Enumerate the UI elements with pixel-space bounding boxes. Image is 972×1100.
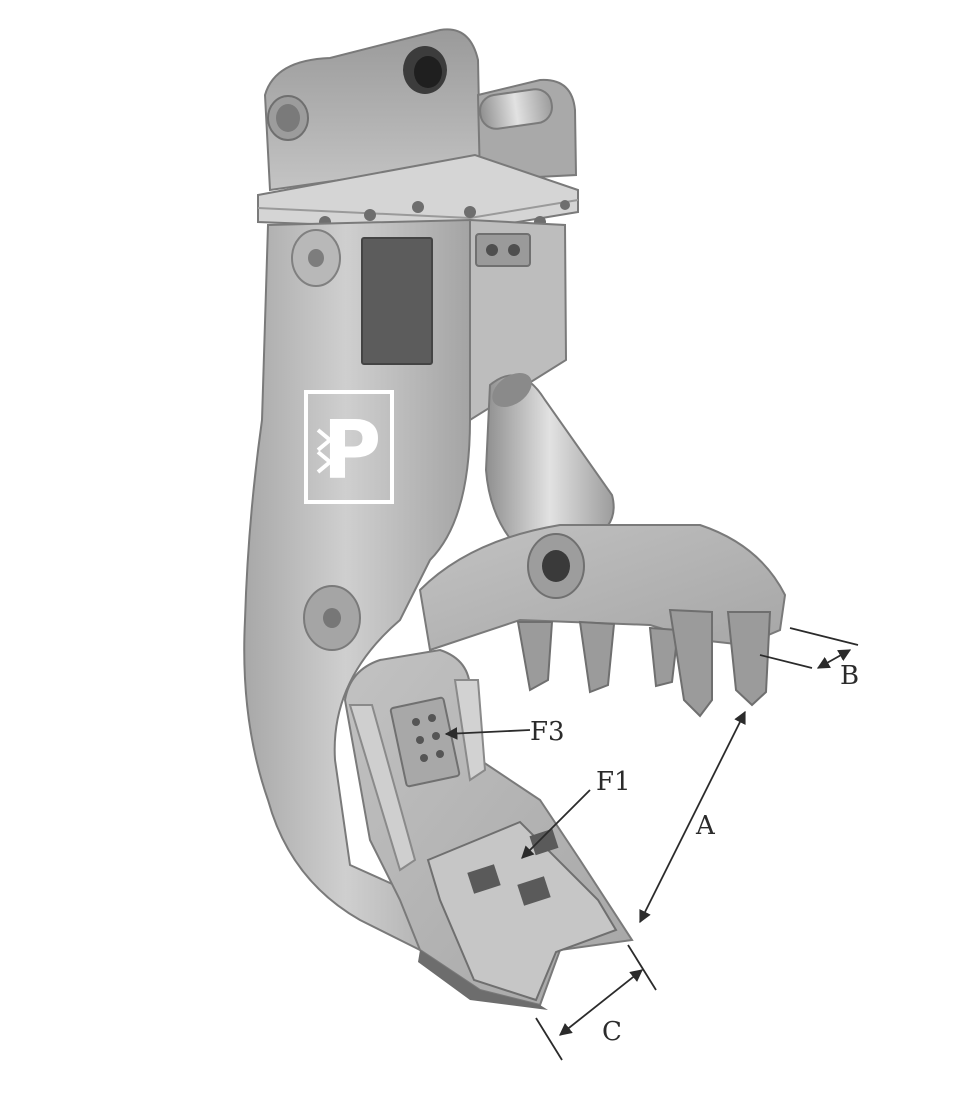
f3-insert — [389, 696, 461, 788]
label-f1: F1 — [596, 767, 631, 797]
f3-leader — [444, 727, 531, 740]
dimension-c-line — [559, 969, 643, 1036]
upper-jaw — [418, 524, 787, 718]
brand-logo: P — [304, 390, 394, 504]
callout-labels: A B C F1 F3 — [530, 661, 859, 1047]
dimension-c-extension-2 — [627, 944, 657, 991]
upper-jaw-teeth — [516, 608, 772, 718]
hydraulic-cylinder — [484, 372, 615, 552]
dimension-b-extension-2 — [759, 654, 813, 669]
f1-leader — [521, 789, 591, 859]
main-frame — [243, 218, 568, 952]
logo-letter: P — [323, 404, 382, 497]
label-a: A — [695, 811, 716, 841]
mounting-bracket — [263, 28, 578, 192]
label-c: C — [602, 1017, 622, 1047]
dimension-b-line — [816, 649, 852, 669]
f1-wear-plate — [426, 820, 618, 1002]
label-b: B — [840, 661, 859, 691]
dimension-c-extension-1 — [535, 1017, 563, 1061]
label-f3: F3 — [530, 717, 565, 747]
dimension-a-line — [639, 710, 746, 924]
lower-jaw — [343, 648, 634, 1010]
dimension-lines — [444, 627, 859, 1061]
dimension-b-extension-1 — [789, 627, 859, 646]
